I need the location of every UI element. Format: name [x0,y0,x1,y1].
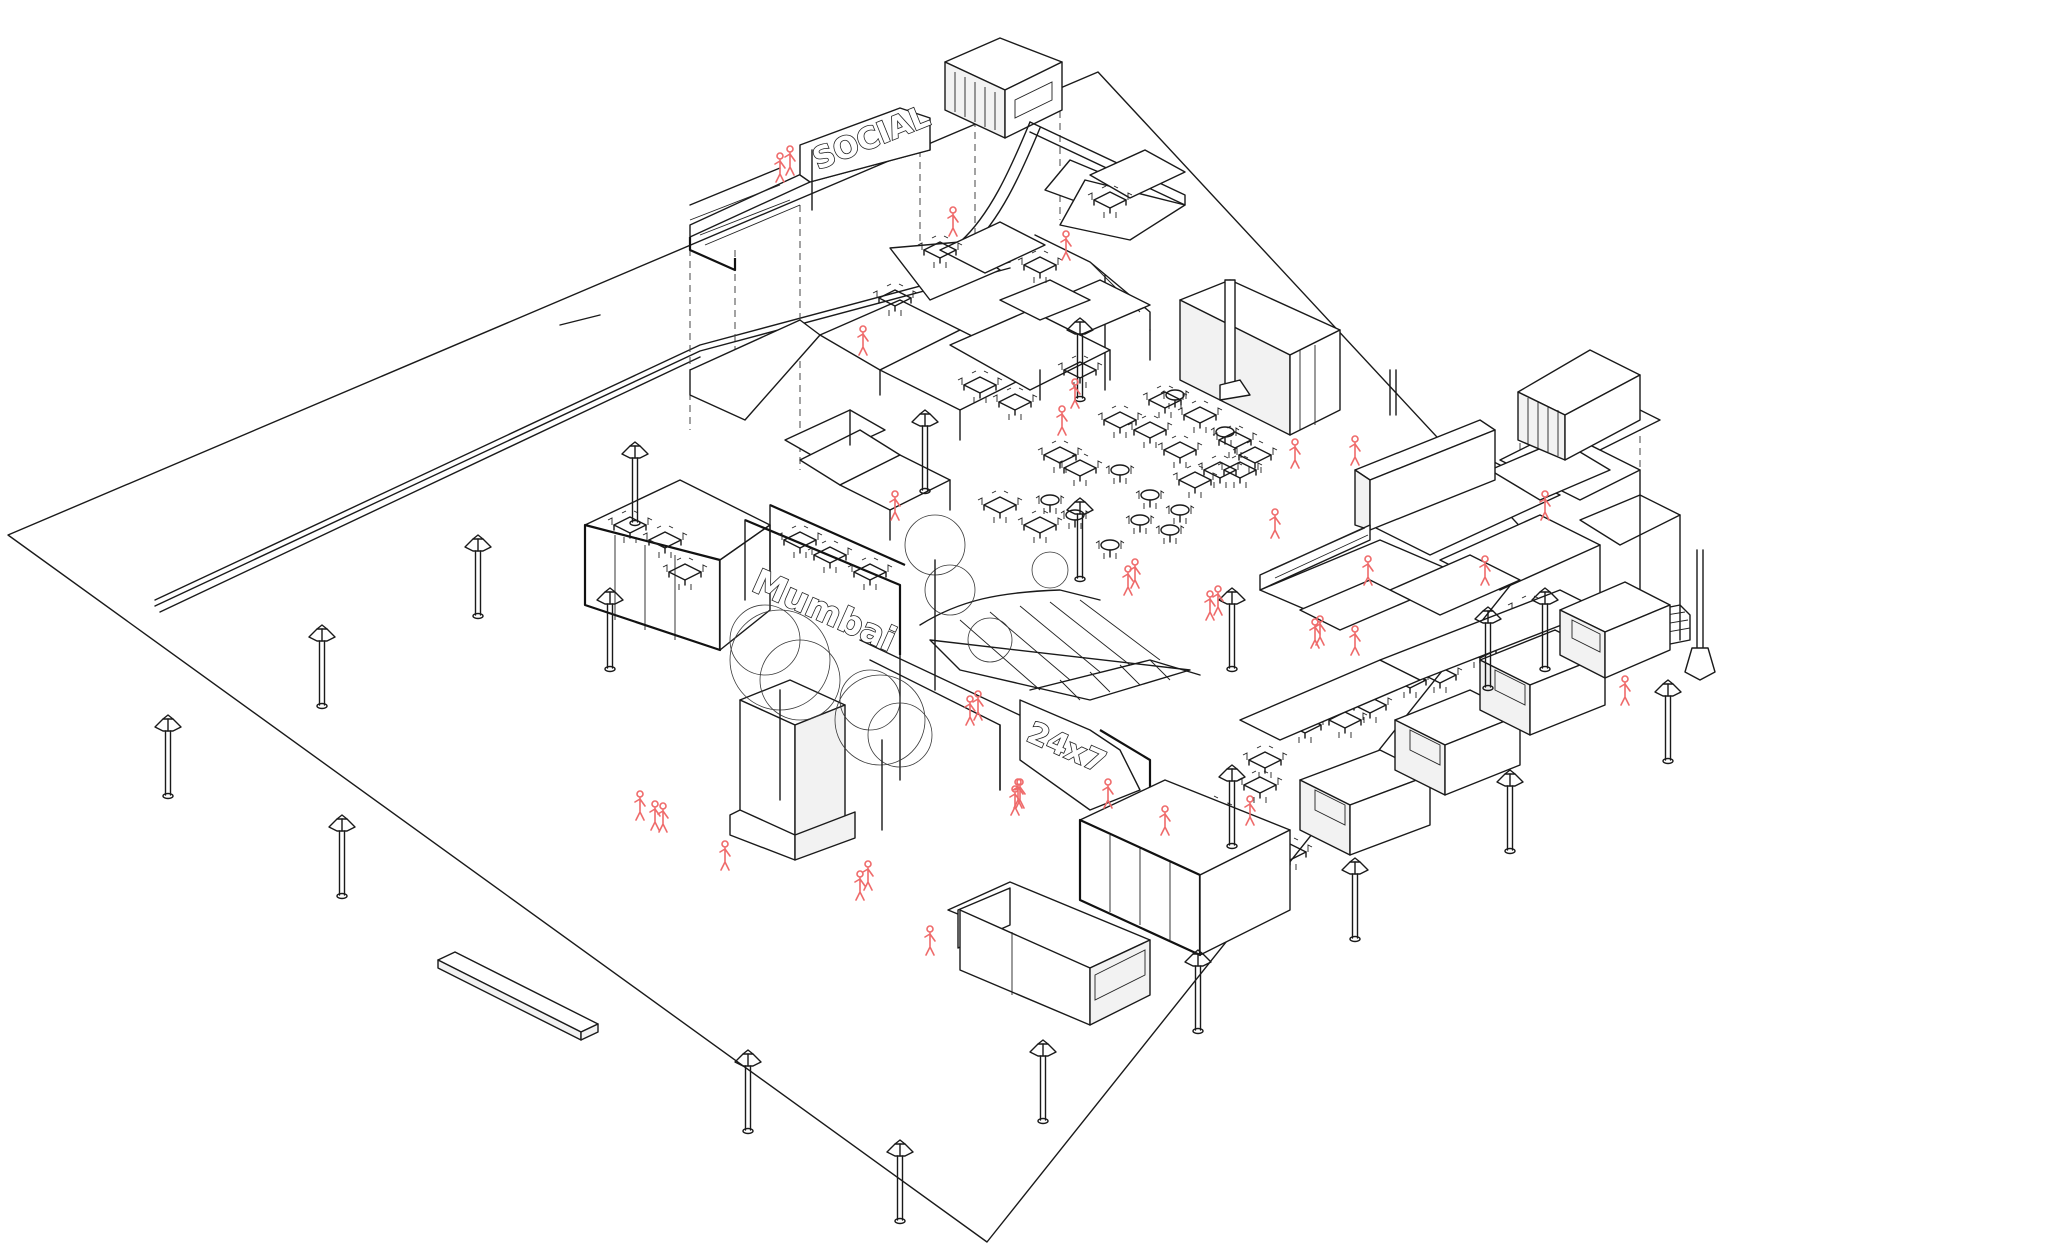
social-sign-unit: SOCIAL [688,98,935,272]
post-right [1389,369,1716,681]
right-sign-row [1259,419,1496,591]
floating-container [944,37,1063,139]
floating-container-right [1517,349,1641,461]
planter-bench [437,951,599,1041]
site-ground-plane [7,71,1541,1243]
right-stall-row [1239,399,1681,741]
monolith-block [729,679,856,861]
cafe-pavilion-left [583,479,771,652]
kiosk-box-lower [947,881,1151,1026]
kiosk-box-right [1179,279,1341,436]
cafe-pavilion-lower [1078,779,1291,957]
trees [729,514,1069,831]
lower-right-kiosks [1299,581,1671,856]
upper-food-stalls [689,149,1186,541]
pergola-ramp: 24x7 [919,589,1201,811]
